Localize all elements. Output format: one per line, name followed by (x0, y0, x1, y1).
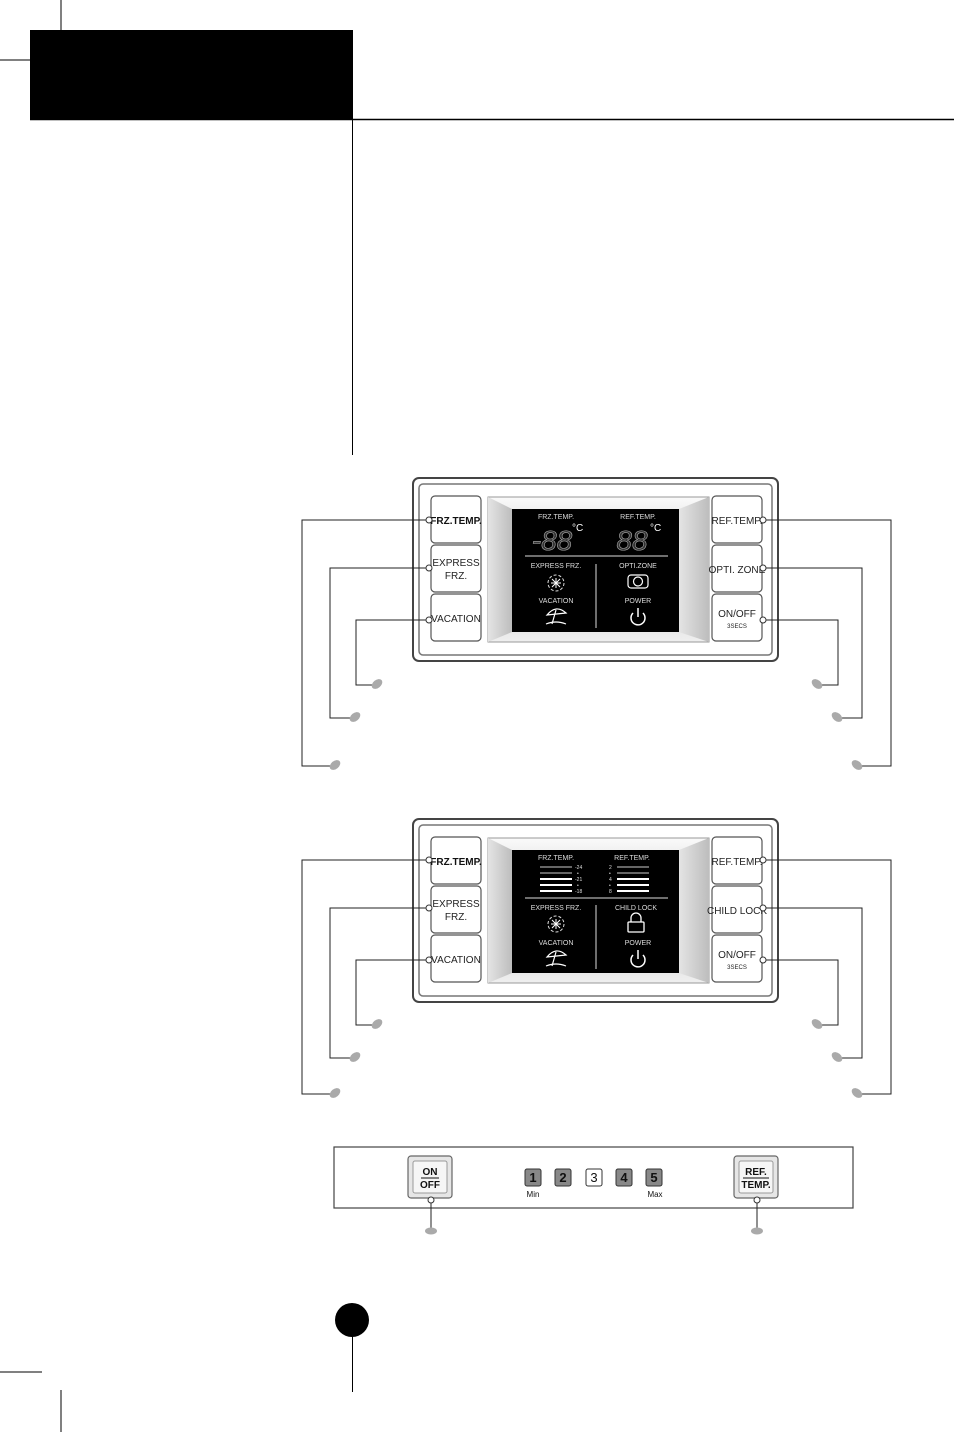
svg-text:8: 8 (609, 889, 612, 895)
snowflake-icon (547, 915, 565, 933)
lcd-ref-unit: °C (650, 523, 661, 534)
power-icon (630, 608, 646, 626)
svg-text:ON/OFF: ON/OFF (718, 950, 756, 961)
level-2-indicator: 2 (554, 1168, 572, 1187)
svg-text:1: 1 (529, 1170, 536, 1185)
beach-umbrella-icon (545, 608, 568, 625)
svg-text:ON: ON (423, 1167, 438, 1178)
ref-temp-button-c[interactable]: REF. TEMP. (733, 1155, 779, 1199)
level-5-indicator: 5 (645, 1168, 663, 1187)
vacation-button[interactable]: VACATION (430, 934, 482, 983)
svg-text:•: • (577, 883, 579, 889)
svg-text:REF.TEMP.: REF.TEMP. (712, 857, 763, 868)
svg-text:TEMP.: TEMP. (741, 1180, 770, 1191)
svg-text:2: 2 (609, 865, 612, 871)
svg-text:4: 4 (609, 877, 612, 883)
svg-text:4: 4 (620, 1170, 628, 1185)
callout-dots (425, 516, 767, 624)
power-icon (630, 950, 646, 968)
svg-text:VACATION: VACATION (431, 955, 481, 966)
svg-text:-24: -24 (575, 865, 582, 871)
svg-text:-18: -18 (575, 889, 582, 895)
bezel-right (679, 838, 709, 983)
ref-temp-button[interactable]: REF.TEMP. (711, 836, 763, 885)
svg-text:REF.: REF. (745, 1167, 767, 1178)
page-number-bullet (335, 1303, 369, 1337)
svg-text:REF.TEMP.: REF.TEMP. (712, 516, 763, 527)
lcd-express-label: EXPRESS FRZ. (531, 563, 582, 570)
header-black-block (30, 30, 353, 119)
on-off-button-c[interactable]: ON OFF (407, 1155, 453, 1199)
callout-lines-c (425, 1196, 763, 1235)
express-frz-button[interactable]: EXPRESS FRZ. (430, 885, 482, 934)
min-label: Min (527, 1190, 540, 1199)
callout-dots (425, 856, 767, 964)
svg-text:FRZ.: FRZ. (445, 571, 467, 582)
callout-lines (301, 859, 892, 1095)
bezel-right (679, 497, 709, 642)
svg-text:FRZ.: FRZ. (445, 912, 467, 923)
lcd-vacation-label: VACATION (539, 940, 574, 947)
bezel-left (488, 497, 512, 642)
svg-text:3SECS: 3SECS (727, 965, 747, 971)
lcd-ref-label: REF.TEMP. (620, 514, 656, 521)
control-panel-b: FRZ.TEMP. REF.TEMP. -24 • -21 • -18 2 • … (301, 818, 892, 1098)
svg-text:2: 2 (559, 1170, 566, 1185)
level-3-indicator: 3 (585, 1168, 603, 1187)
snowflake-icon (547, 574, 565, 592)
svg-text:OPTI. ZONE: OPTI. ZONE (709, 565, 766, 576)
on-off-button[interactable]: ON/OFF 3SECS (711, 593, 763, 642)
bezel-left (488, 838, 512, 983)
svg-text:FRZ.TEMP.: FRZ.TEMP. (430, 857, 482, 868)
opti-zone-icon (627, 574, 649, 589)
svg-text:EXPRESS: EXPRESS (432, 899, 480, 910)
frz-bar-graph (540, 866, 572, 892)
lcd-vacation-label: VACATION (539, 598, 574, 605)
frz-temp-button[interactable]: FRZ.TEMP. (430, 495, 482, 544)
lcd-power-label: POWER (625, 940, 651, 947)
svg-text:•: • (609, 871, 611, 877)
beach-umbrella-icon (545, 950, 568, 967)
lcd-power-label: POWER (625, 598, 651, 605)
level-4-indicator: 4 (615, 1168, 633, 1187)
level-1-indicator: 1 (524, 1168, 542, 1187)
svg-text:•: • (577, 871, 579, 877)
lcd-express-label: EXPRESS FRZ. (531, 905, 582, 912)
opti-zone-button[interactable]: OPTI. ZONE (709, 544, 766, 593)
callout-ends (329, 679, 863, 770)
lcd-frz-unit: °C (572, 523, 583, 534)
svg-text:ON/OFF: ON/OFF (718, 609, 756, 620)
control-panel-c: ON OFF 1 2 3 4 5 Min Max REF. TEMP. (333, 1146, 854, 1235)
svg-text:VACATION: VACATION (431, 614, 481, 625)
frz-temp-label: FRZ.TEMP. (430, 516, 482, 527)
lcd-opti-label: OPTI.ZONE (619, 563, 657, 570)
max-label: Max (647, 1190, 662, 1199)
lock-icon (627, 912, 645, 933)
svg-text:EXPRESS: EXPRESS (432, 558, 480, 569)
child-lock-button[interactable]: CHILD LOCK (707, 885, 767, 934)
svg-text:-21: -21 (575, 877, 582, 883)
lcd-frz-digits: -88 (532, 525, 573, 556)
control-panel-a: FRZ.TEMP. REF.TEMP. -88 °C 88 °C EXPRESS… (301, 477, 892, 770)
svg-text:5: 5 (650, 1170, 657, 1185)
svg-text:OFF: OFF (420, 1180, 440, 1191)
lcd-frz-label: FRZ.TEMP. (538, 514, 574, 521)
on-off-button[interactable]: ON/OFF 3SECS (711, 934, 763, 983)
lcd-childlock-label: CHILD LOCK (615, 905, 657, 912)
lcd-ref-digits: 88 (616, 525, 648, 556)
callout-lines (301, 519, 892, 767)
lcd-frz-label: FRZ.TEMP. (538, 855, 574, 862)
vacation-button[interactable]: VACATION (430, 593, 482, 642)
ref-bar-graph (617, 866, 649, 892)
svg-text:3SECS: 3SECS (727, 624, 747, 630)
lcd-ref-label: REF.TEMP. (614, 855, 650, 862)
svg-text:•: • (609, 883, 611, 889)
svg-text:CHILD LOCK: CHILD LOCK (707, 906, 767, 917)
frz-temp-button[interactable]: FRZ.TEMP. (430, 836, 482, 885)
express-frz-button[interactable]: EXPRESS FRZ. (430, 544, 482, 593)
callout-ends (329, 1019, 863, 1098)
ref-temp-button[interactable]: REF.TEMP. (711, 495, 763, 544)
svg-text:3: 3 (590, 1170, 597, 1185)
